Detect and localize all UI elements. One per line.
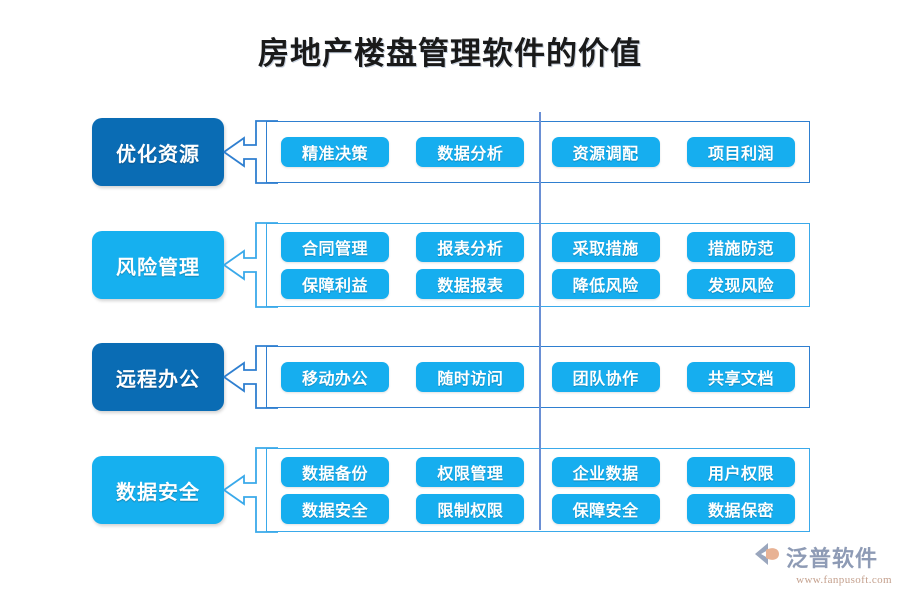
chip-line: 数据备份权限管理企业数据用户权限	[281, 456, 795, 487]
feature-chip[interactable]: 移动办公	[281, 362, 389, 392]
category-chip[interactable]: 风险管理	[92, 231, 224, 299]
arrow-connector-icon	[222, 338, 280, 416]
feature-chip[interactable]: 发现风险	[686, 268, 795, 299]
feature-chip[interactable]: 用户权限	[686, 456, 795, 487]
row-container: 精准决策数据分析资源调配项目利润	[266, 121, 810, 183]
arrow-connector-icon	[222, 113, 280, 191]
feature-chip[interactable]: 数据备份	[281, 456, 389, 487]
feature-chip[interactable]: 限制权限	[416, 493, 525, 524]
feature-chip[interactable]: 精准决策	[281, 137, 389, 167]
logo-url: www.fanpusoft.com	[796, 574, 892, 586]
feature-chip[interactable]: 权限管理	[416, 456, 525, 487]
feature-chip[interactable]: 数据分析	[416, 137, 525, 167]
row-chip-grid: 移动办公随时访问团队协作共享文档	[267, 347, 809, 407]
feature-chip[interactable]: 保障利益	[281, 268, 389, 299]
category-chip[interactable]: 数据安全	[92, 456, 224, 524]
feature-chip[interactable]: 数据安全	[281, 493, 389, 524]
fanpu-logo-icon	[752, 540, 782, 573]
arrow-connector-icon	[222, 440, 280, 540]
chip-line: 精准决策数据分析资源调配项目利润	[281, 137, 795, 167]
chip-line: 保障利益数据报表降低风险发现风险	[281, 268, 795, 299]
feature-chip[interactable]: 措施防范	[686, 231, 795, 262]
chip-line: 数据安全限制权限保障安全数据保密	[281, 493, 795, 524]
feature-chip[interactable]: 共享文档	[686, 362, 795, 392]
feature-chip[interactable]: 采取措施	[551, 231, 660, 262]
feature-chip[interactable]: 企业数据	[551, 456, 660, 487]
feature-chip[interactable]: 项目利润	[686, 137, 795, 167]
feature-chip[interactable]: 数据报表	[416, 268, 525, 299]
feature-chip[interactable]: 资源调配	[551, 137, 660, 167]
feature-chip[interactable]: 合同管理	[281, 231, 389, 262]
feature-chip[interactable]: 数据保密	[686, 493, 795, 524]
page-title: 房地产楼盘管理软件的价值	[258, 36, 642, 71]
feature-chip[interactable]: 团队协作	[551, 362, 660, 392]
feature-chip[interactable]: 随时访问	[416, 362, 525, 392]
feature-chip[interactable]: 报表分析	[416, 231, 525, 262]
row-chip-grid: 数据备份权限管理企业数据用户权限数据安全限制权限保障安全数据保密	[267, 449, 809, 531]
row-chip-grid: 合同管理报表分析采取措施措施防范保障利益数据报表降低风险发现风险	[267, 224, 809, 306]
arrow-connector-icon	[222, 215, 280, 315]
diagram-row: 优化资源 精准决策数据分析资源调配项目利润	[0, 113, 900, 191]
chip-line: 合同管理报表分析采取措施措施防范	[281, 231, 795, 262]
brand-logo: 泛普软件 www.fanpusoft.com	[752, 540, 892, 590]
category-chip[interactable]: 优化资源	[92, 118, 224, 186]
feature-chip[interactable]: 保障安全	[551, 493, 660, 524]
feature-chip[interactable]: 降低风险	[551, 268, 660, 299]
row-container: 数据备份权限管理企业数据用户权限数据安全限制权限保障安全数据保密	[266, 448, 810, 532]
diagram-row: 风险管理合同管理报表分析采取措施措施防范保障利益数据报表降低风险发现风险	[0, 215, 900, 315]
logo-wordmark: 泛普软件	[786, 545, 879, 571]
diagram-row: 数据安全数据备份权限管理企业数据用户权限数据安全限制权限保障安全数据保密	[0, 440, 900, 540]
row-container: 合同管理报表分析采取措施措施防范保障利益数据报表降低风险发现风险	[266, 223, 810, 307]
chip-line: 移动办公随时访问团队协作共享文档	[281, 362, 795, 392]
row-chip-grid: 精准决策数据分析资源调配项目利润	[267, 122, 809, 182]
row-container: 移动办公随时访问团队协作共享文档	[266, 346, 810, 408]
vertical-divider	[539, 112, 541, 530]
diagram-row: 远程办公 移动办公随时访问团队协作共享文档	[0, 338, 900, 416]
category-chip[interactable]: 远程办公	[92, 343, 224, 411]
